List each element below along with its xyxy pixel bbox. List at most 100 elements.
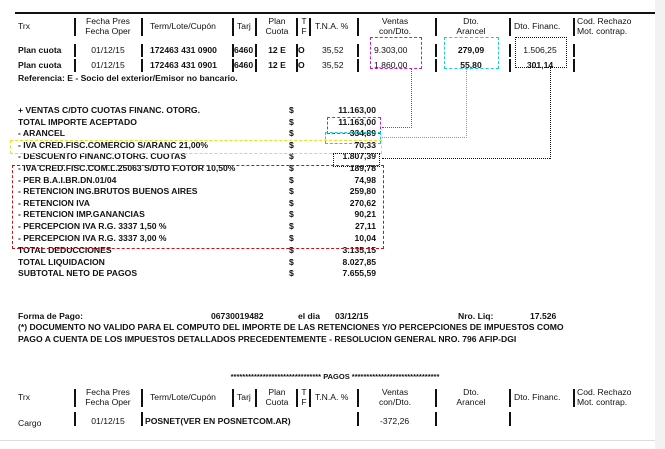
summary-value: 90,21 [354, 209, 376, 220]
summary-value: 11.163,00 [338, 105, 376, 115]
row1-tarj: 6460 [234, 45, 254, 55]
pagos-title: ******************************* PAGOS **… [230, 372, 440, 381]
summary-label: - DESCUENTO FINANC.OTORG. CUOTAS [18, 151, 187, 162]
currency-symbol: $ [289, 116, 294, 127]
payment-date: 03/12/15 [335, 311, 369, 321]
summary-value: 27,11 [354, 221, 376, 231]
summary-label: TOTAL IMPORTE ACEPTADO [18, 116, 137, 127]
legal-note-line2: PAGO A CUENTA DE LOS IMPUESTOS DETALLADO… [18, 334, 517, 344]
currency-symbol: $ [289, 139, 294, 150]
row2-ventas: 1.860,00 [374, 60, 408, 70]
pagos-col-aran1: Dto.Arancel [456, 387, 486, 407]
nro-liq: 17.526 [530, 311, 557, 321]
summary-label: - ARANCEL [18, 128, 65, 139]
currency-symbol: $ [289, 256, 294, 267]
row2-arancel: 55,80 [460, 60, 482, 70]
row2-fecha: 01/12/15 [91, 60, 125, 70]
summary-label: - IVA CRED.FISC.COM.L.25063 S/DTO F.OTOR… [18, 163, 236, 173]
summary-label: SUBTOTAL NETO DE PAGOS [18, 268, 138, 279]
pagos-col-trx: Trx [18, 392, 31, 402]
currency-symbol: $ [289, 163, 294, 173]
row1-ventas: 9.303,00 [374, 45, 408, 55]
summary-value: 7.655,59 [342, 268, 376, 279]
row1-tf: O [298, 45, 305, 55]
row2-tarj: 6460 [234, 60, 254, 70]
header-col-trx: Trx [18, 21, 31, 31]
summary-value: 11.163,00 [338, 116, 376, 127]
summary-value: 259,80 [349, 186, 376, 197]
summary-label: + VENTAS C/DTO CUOTAS FINANC. OTORG. [18, 105, 200, 115]
summary-label: - RETENCION IMP.GANANCIAS [18, 209, 145, 220]
currency-symbol: $ [289, 105, 294, 115]
header-col-aran1: Dto.Arancel [456, 16, 486, 36]
currency-symbol: $ [289, 128, 294, 139]
pagos-col-financ: Dto. Financ. [514, 392, 561, 402]
referencia-note: Referencia: E - Socio del exterior/Emiso… [18, 73, 238, 83]
pagos-col-term: Term/Lote/Cupón [150, 392, 216, 402]
row2-trx: Plan cuota [18, 60, 62, 70]
payment-number: 06730019482 [211, 311, 264, 321]
currency-symbol: $ [289, 197, 294, 208]
highlight-ventas [370, 37, 422, 69]
row1-arancel: 279,09 [457, 45, 485, 55]
header-col-financ: Dto. Financ. [514, 21, 561, 31]
summary-value: 270,62 [349, 197, 376, 208]
row1-trx: Plan cuota [18, 45, 62, 55]
header-col-tarj: Tarj [237, 21, 251, 31]
top-rule [15, 12, 655, 14]
summary-label: - PER B.A.I.BR.DN.01/04 [18, 174, 117, 185]
highlight-arancel [444, 37, 499, 69]
summary-label: TOTAL DEDUCCIONES [18, 245, 112, 256]
summary-value: 10,04 [354, 232, 376, 243]
currency-symbol: $ [289, 268, 294, 279]
row2-plan: 12 E [268, 60, 286, 70]
row2-term: 172463 431 0901 [150, 60, 217, 70]
summary-label: - RETENCION ING.BRUTOS BUENOS AIRES [18, 186, 198, 197]
summary-value: 3.135,15 [342, 245, 376, 256]
summary-label: - RETENCION IVA [18, 197, 90, 208]
pago-desc: POSNET(VER EN POSNETCOM.AR) [145, 416, 291, 426]
nro-liq-label: Nro. Liq: [458, 311, 494, 321]
summary-value: 1.807,39 [342, 151, 376, 162]
currency-symbol: $ [289, 151, 294, 162]
summary-label: - PERCEPCION IVA R.G. 3337 1,50 % [18, 221, 167, 231]
row2-financ: 301,14 [526, 60, 554, 70]
row2-tna: 35,52 [322, 60, 344, 70]
row1-tna: 35,52 [322, 45, 344, 55]
currency-symbol: $ [289, 209, 294, 220]
highlight-financ [515, 37, 567, 68]
row1-term: 172463 431 0900 [150, 45, 217, 55]
currency-symbol: $ [289, 232, 294, 243]
row2-tf: O [298, 60, 305, 70]
pago-trx: Cargo [18, 418, 42, 428]
summary-value: 74,98 [354, 174, 376, 185]
currency-symbol: $ [289, 174, 294, 185]
summary-label: - PERCEPCION IVA R.G. 3337 3,00 % [18, 232, 167, 243]
summary-label: TOTAL LIQUIDACION [18, 256, 105, 267]
pago-fecha: 01/12/15 [91, 416, 125, 426]
header-col-tna: T.N.A. % [315, 21, 349, 31]
currency-symbol: $ [289, 245, 294, 256]
summary-label: - IVA CRED.FISC.COMERCIO S/ARANC 21,00% [18, 139, 209, 150]
currency-symbol: $ [289, 221, 294, 231]
el-dia-label: el dia [298, 311, 320, 321]
pagos-col-tna: T.N.A. % [315, 392, 349, 402]
currency-symbol: $ [289, 186, 294, 197]
row1-plan: 12 E [268, 45, 286, 55]
legal-note-line1: (*) DOCUMENTO NO VALIDO PARA EL COMPUTO … [18, 322, 564, 332]
pagos-col-tarj: Tarj [237, 392, 251, 402]
summary-value: 8.027,85 [342, 256, 376, 267]
row1-fecha: 01/12/15 [91, 45, 125, 55]
row1-financ: 1.506,25 [523, 45, 557, 55]
